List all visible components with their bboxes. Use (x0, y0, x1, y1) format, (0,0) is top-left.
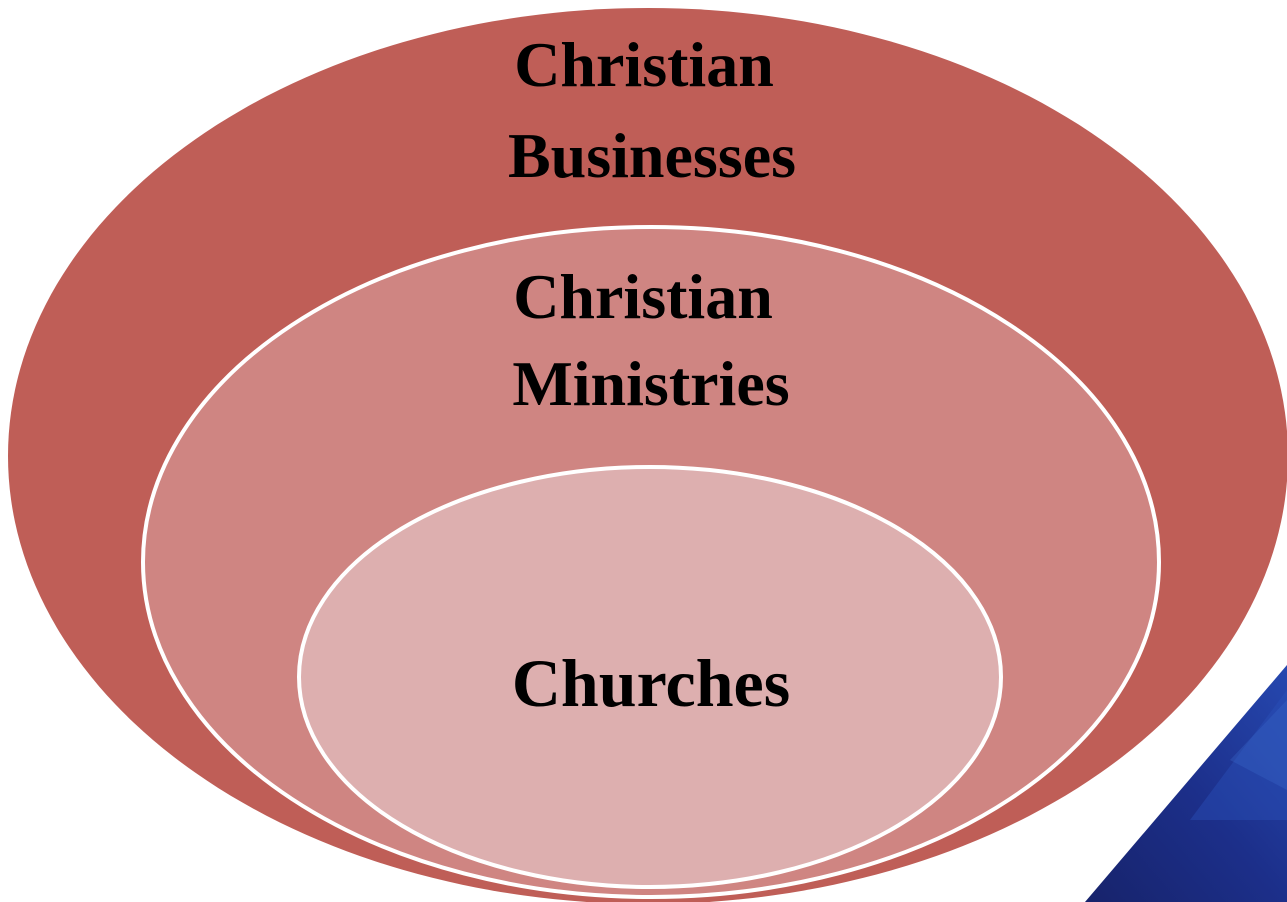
inner-label-line-1: Churches (512, 645, 790, 721)
middle-label-line-2: Ministries (512, 348, 789, 419)
inner-ring-label: Churches (512, 645, 790, 721)
outer-label-line-1: Christian (514, 29, 774, 100)
inner-ellipse (297, 465, 1003, 889)
middle-label-line-1: Christian (513, 261, 773, 332)
outer-ring-label: Christian Businesses (508, 29, 796, 191)
outer-label-line-2: Businesses (508, 120, 796, 191)
middle-ring-label: Christian Ministries (512, 261, 789, 419)
corner-decoration (1085, 665, 1287, 902)
